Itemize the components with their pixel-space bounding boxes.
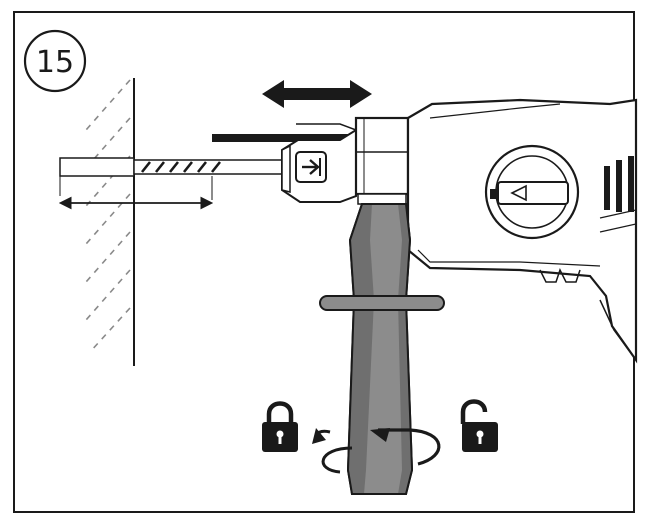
wall — [85, 78, 135, 366]
padlock-locked-icon — [262, 401, 298, 452]
handle-clamp-collar — [354, 116, 410, 205]
double-arrow-horizontal-icon — [262, 80, 372, 108]
rotate-arrow-icon — [370, 428, 441, 466]
auxiliary-handle — [319, 203, 445, 495]
rotate-arrow-icon — [312, 428, 353, 474]
arrow-right-icon — [302, 158, 321, 176]
depth-stop-button — [295, 151, 327, 183]
depth-dimension-line — [58, 196, 214, 210]
step-number-badge: 15 — [23, 29, 87, 93]
mode-selector-knob — [484, 144, 580, 240]
padlock-unlocked-icon — [460, 399, 498, 452]
drilled-hole — [59, 157, 135, 177]
drill-bit — [133, 159, 285, 200]
step-number: 15 — [36, 45, 74, 80]
